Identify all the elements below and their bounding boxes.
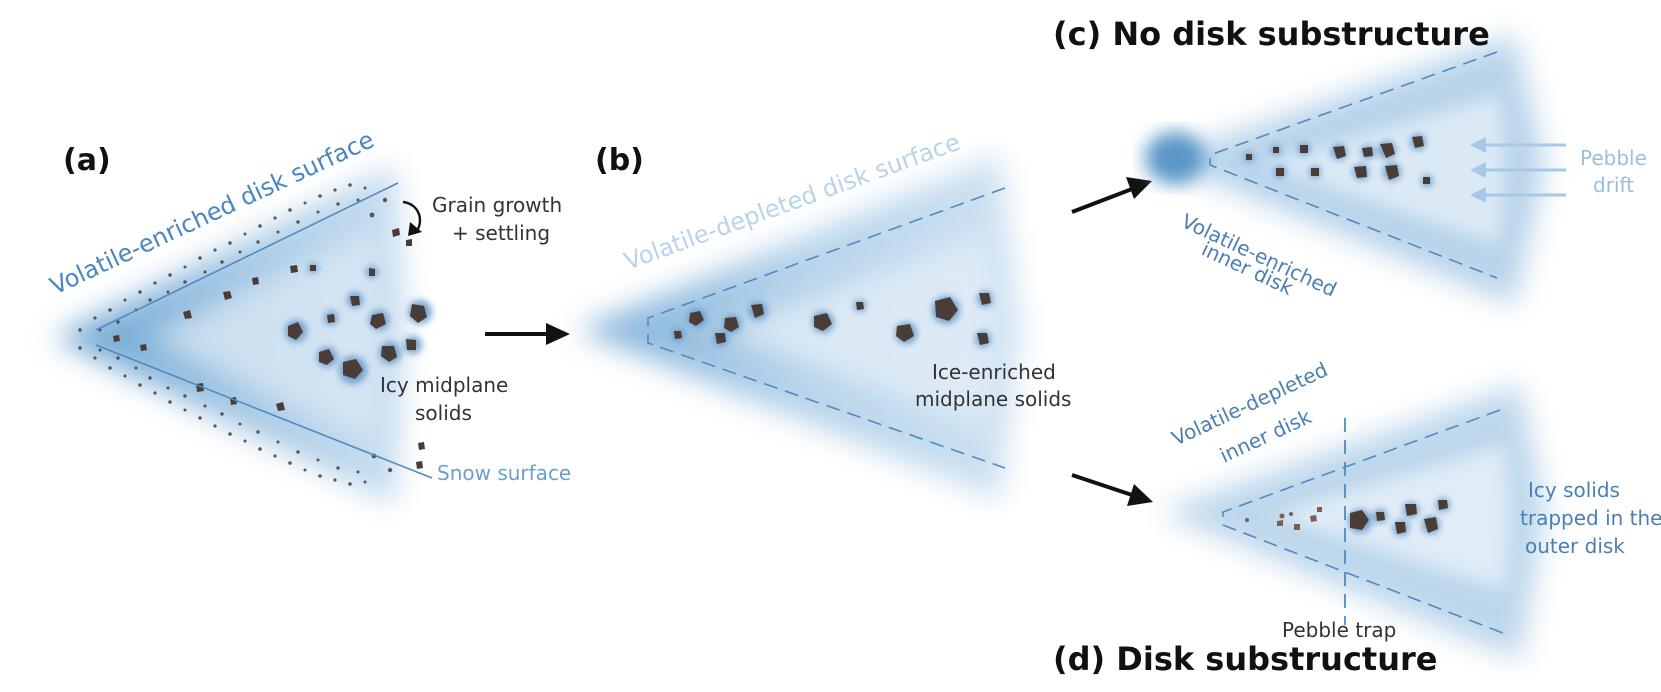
pebble-drift-label-line2: drift — [1593, 173, 1634, 197]
ice-enriched-midplane-label: midplane solids — [915, 387, 1071, 411]
pebble-drift-label-line1: Pebble — [1580, 146, 1647, 170]
arrow-a-to-b — [485, 323, 570, 345]
panel-a-letter: (a) — [63, 143, 111, 178]
panel-c-dashed-wedge — [1209, 51, 1498, 279]
snow-surface-upper-line — [95, 182, 399, 331]
disk-d-core — [1270, 445, 1510, 590]
panel-d-title: (d) Disk substructure — [1053, 640, 1437, 678]
panel-c: (c) No disk substructure Volatile-enrich… — [1053, 15, 1647, 305]
trapped-in-the-label: trapped in the — [1520, 506, 1661, 530]
snow-surface-label: Snow surface — [437, 461, 571, 485]
panel-b-dashed-wedge — [647, 187, 1006, 469]
panel-d: (d) Disk substructure Volatile-depleted … — [1053, 357, 1661, 678]
icy-midplane-label: Icy midplane — [380, 373, 508, 397]
pebble-drift-arrows — [1470, 137, 1566, 203]
snow-surface-lower-line — [95, 344, 433, 479]
panel-a: (a) Volatile-enriched disk surface Grain… — [46, 125, 571, 505]
outer-disk-label: outer disk — [1525, 534, 1625, 558]
disk-a-core — [150, 225, 385, 450]
midplane-rocks-d — [1245, 498, 1450, 536]
pebble-trap-label: Pebble trap — [1282, 618, 1396, 642]
midplane-rocks-b — [672, 291, 993, 347]
panel-b: (b) Volatile-depleted disk surface Ice-e… — [578, 128, 1071, 500]
arrow-b-to-c — [1071, 177, 1152, 214]
midplane-rocks-a — [113, 228, 432, 469]
icy-solids-label: Icy solids — [1528, 478, 1620, 502]
growth-settling-arrowhead — [408, 222, 422, 236]
icy-midplane-solids-label: solids — [415, 401, 472, 425]
ice-enriched-label: Ice-enriched — [932, 360, 1056, 384]
disk-c-core — [1260, 95, 1505, 245]
midplane-rocks-c — [1244, 134, 1433, 187]
grain-growth-label: Grain growth — [432, 193, 562, 217]
panel-c-title: (c) No disk substructure — [1053, 15, 1490, 53]
disk-b-core — [720, 232, 998, 430]
panel-b-letter: (b) — [595, 143, 644, 178]
settling-label: + settling — [452, 221, 550, 245]
arrow-b-to-d — [1071, 473, 1153, 506]
disk-c-inner — [1145, 132, 1205, 184]
